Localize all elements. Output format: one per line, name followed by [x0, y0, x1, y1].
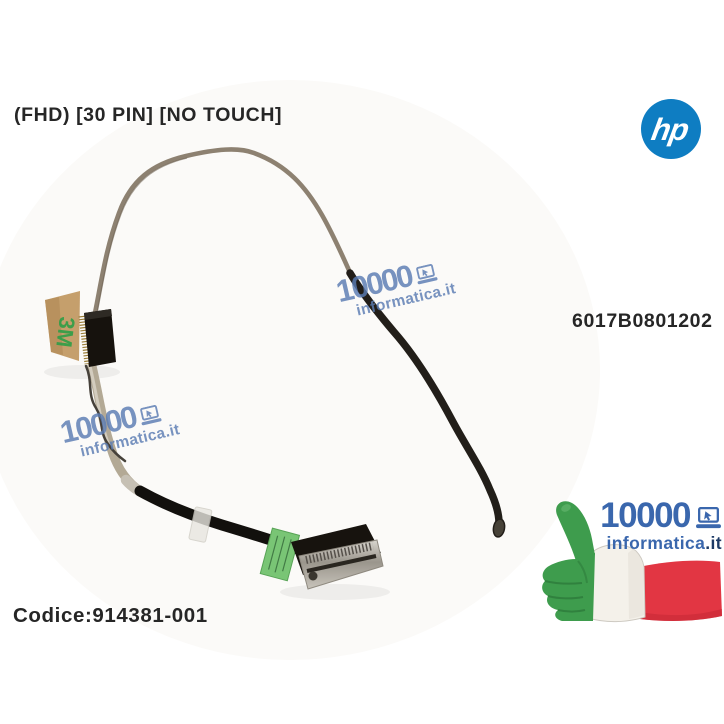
green-label	[259, 527, 301, 582]
photo-backdrop	[0, 80, 600, 660]
clear-tape	[188, 506, 213, 543]
seller-logo-text: 10000 informatica.it	[600, 496, 722, 554]
cable-wire-upper-arc	[92, 147, 355, 316]
seller-logo-number: 10000	[600, 496, 691, 535]
cable-foil-highlight	[88, 364, 111, 448]
watermark-left: 10000 informatica.it	[57, 394, 187, 466]
watermark-center: 10000 informatica.it	[333, 253, 463, 325]
seller-logo: 10000 informatica.it	[529, 495, 724, 625]
hp-logo-text: hp	[648, 111, 692, 147]
board-connector	[291, 524, 384, 590]
connector-pins	[305, 542, 374, 564]
cable-aux-wire	[84, 364, 127, 463]
part-number: 6017B0801202	[572, 310, 713, 332]
tape-3m-print: 3M	[51, 315, 80, 348]
cable-wire-upper-arc-shade	[96, 157, 188, 314]
flag-green-fist	[542, 553, 595, 621]
laptop-icon	[696, 506, 721, 528]
connector-body	[84, 309, 116, 367]
watermark-row: 10000	[57, 394, 183, 450]
seller-logo-domain-name: informatica	[606, 532, 706, 553]
spec-label: (FHD) [30 PIN] [NO TOUCH]	[14, 104, 283, 126]
flag-red-cuff	[639, 560, 722, 621]
seller-logo-domain-tld: .it	[705, 532, 722, 553]
seller-logo-row: 10000	[600, 496, 722, 535]
connector-gold-pins	[78, 315, 92, 365]
cable-end-tip	[492, 518, 506, 538]
seller-logo-domain: informatica.it	[600, 533, 722, 554]
watermark-row: 10000	[333, 253, 459, 309]
panel-connector: 3M	[45, 291, 116, 367]
product-code: Codice:914381-001	[13, 604, 208, 627]
connector-slot	[306, 554, 377, 573]
hp-logo: hp	[641, 99, 701, 159]
laptop-icon	[140, 405, 162, 426]
shadow	[280, 584, 390, 600]
watermark-domain-tld: .it	[163, 421, 182, 442]
shadow	[44, 365, 120, 379]
laptop-icon	[416, 264, 438, 285]
adhesive-tape-fold	[45, 297, 63, 355]
watermark-domain-tld: .it	[439, 280, 458, 301]
flag-green-thumb	[556, 501, 595, 561]
cable-wire-dark-descent	[346, 269, 503, 527]
thumbs-up-italian-flag	[542, 501, 722, 623]
